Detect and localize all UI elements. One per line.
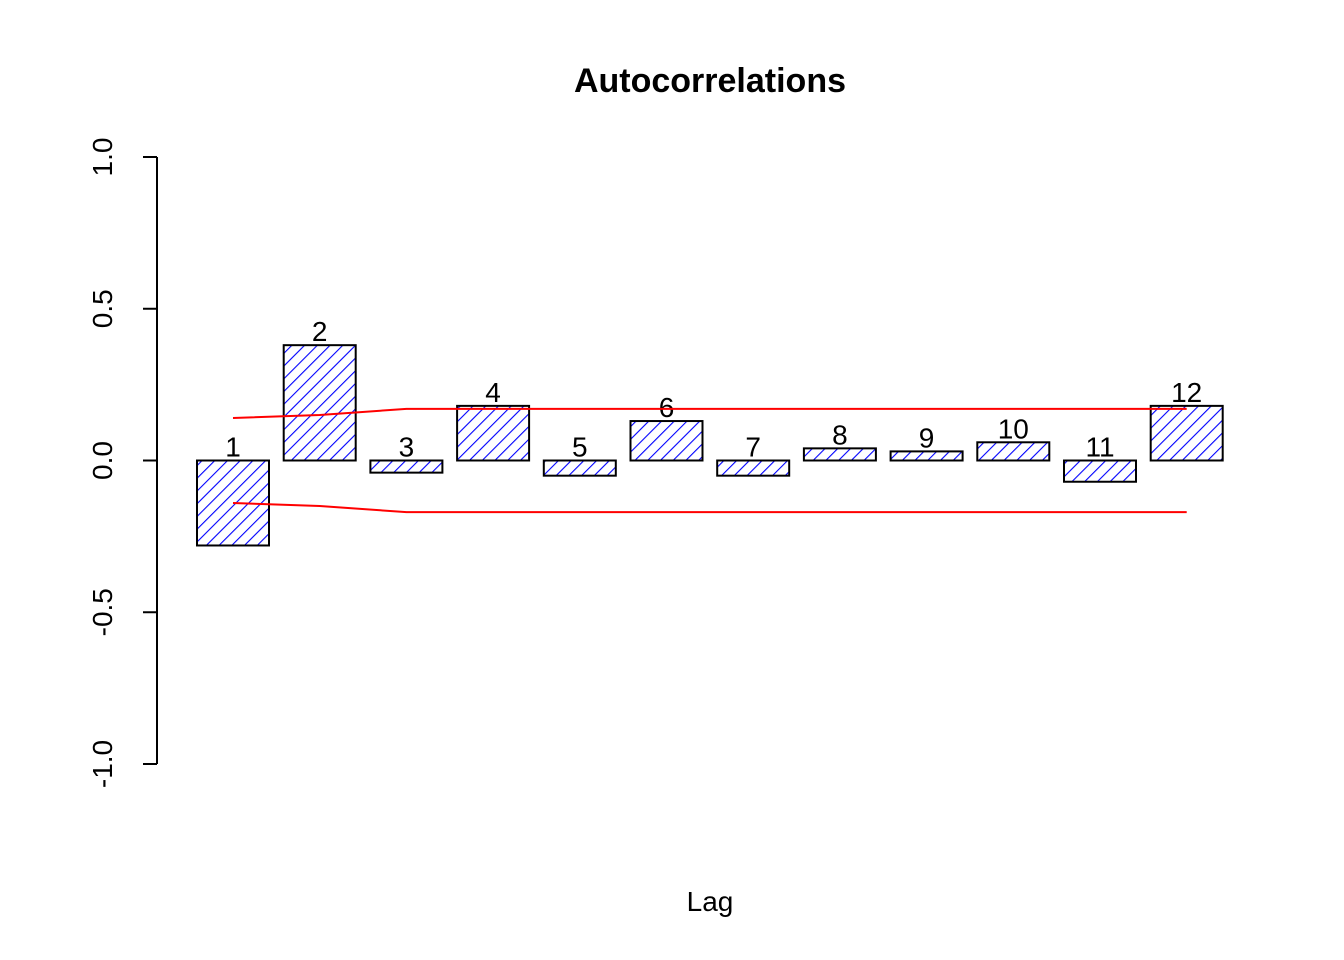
y-tick-label: -0.5: [87, 588, 118, 636]
bar-lag-6: [629, 420, 704, 462]
bar-lag-2: [282, 344, 357, 462]
bar-label: 5: [572, 432, 588, 463]
upper-bound-line: [232, 407, 1187, 420]
chart-title: Autocorrelations: [574, 62, 846, 100]
x-axis-label: Lag: [687, 886, 734, 917]
bar-lag-5: [542, 459, 617, 477]
bar-lag-12: [1149, 404, 1224, 462]
y-tick-label: 0.5: [87, 289, 118, 328]
bar-lag-11: [1063, 459, 1137, 483]
bar-label: 6: [659, 392, 675, 423]
y-tick-label: 0.0: [87, 441, 118, 480]
bar-label: 10: [998, 413, 1029, 444]
confidence-bounds: [232, 407, 1187, 514]
bar-label: 4: [485, 377, 501, 408]
bar-lag-7: [716, 459, 791, 477]
bar-lag-10: [976, 441, 1051, 462]
bar-label: 7: [745, 432, 761, 463]
bar-label: 3: [399, 432, 415, 463]
y-tick-label: -1.0: [87, 740, 118, 788]
bar-label: 9: [919, 422, 935, 453]
bar-lag-3: [369, 459, 444, 474]
bar-label: 1: [225, 432, 241, 463]
y-tick-label: 1.0: [87, 138, 118, 177]
bar-lag-8: [802, 447, 877, 462]
bar-lag-4: [456, 404, 531, 462]
bars: [196, 344, 1224, 547]
bar-label: 8: [832, 419, 848, 450]
y-axis: -1.0 -0.5 0.0 0.5 1.0: [87, 138, 158, 788]
bar-lag-9: [889, 450, 964, 462]
lower-bound-line: [232, 501, 1187, 514]
bar-label: 2: [312, 316, 328, 347]
bar-label: 12: [1171, 377, 1202, 408]
bar-label: 11: [1085, 432, 1114, 463]
